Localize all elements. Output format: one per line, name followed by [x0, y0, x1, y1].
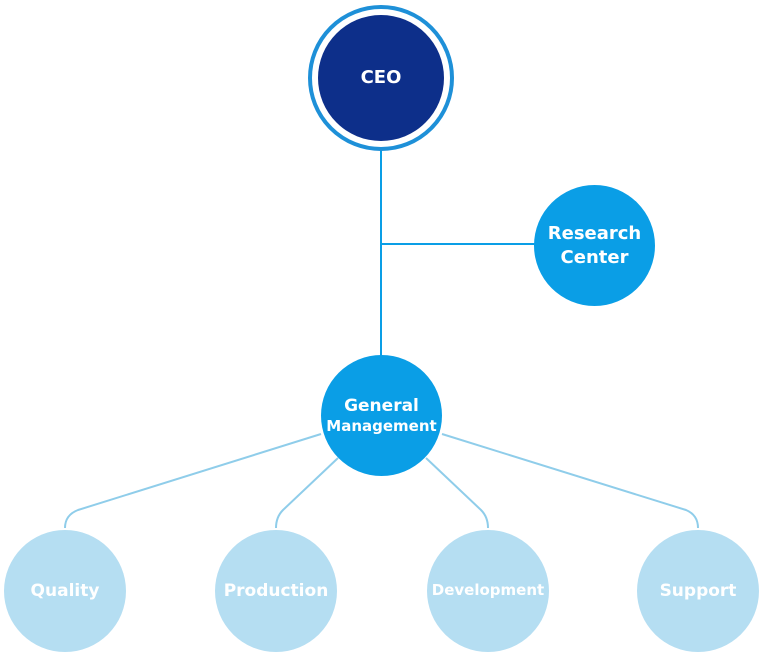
- connector-general-to-development: [425, 457, 489, 529]
- development-label: Development: [431, 581, 545, 600]
- research-center-label-line2: Center: [560, 246, 629, 268]
- general-management-label-line1: General: [344, 395, 419, 416]
- connector-general-to-production: [275, 457, 339, 529]
- general-management-node: General Management: [321, 355, 442, 476]
- connector-general-to-quality: [64, 433, 322, 529]
- quality-label: Quality: [30, 580, 100, 601]
- support-node: Support: [637, 530, 759, 652]
- ceo-label: CEO: [360, 67, 402, 89]
- research-center-node: Research Center: [534, 185, 655, 306]
- research-center-label-line1: Research: [547, 223, 642, 245]
- production-node: Production: [215, 530, 337, 652]
- production-label: Production: [223, 580, 329, 601]
- general-management-label-line2: Management: [326, 416, 437, 435]
- quality-node: Quality: [4, 530, 126, 652]
- connector-general-to-support: [441, 433, 699, 529]
- ceo-node: CEO: [318, 15, 444, 141]
- support-label: Support: [659, 580, 737, 601]
- development-node: Development: [427, 530, 549, 652]
